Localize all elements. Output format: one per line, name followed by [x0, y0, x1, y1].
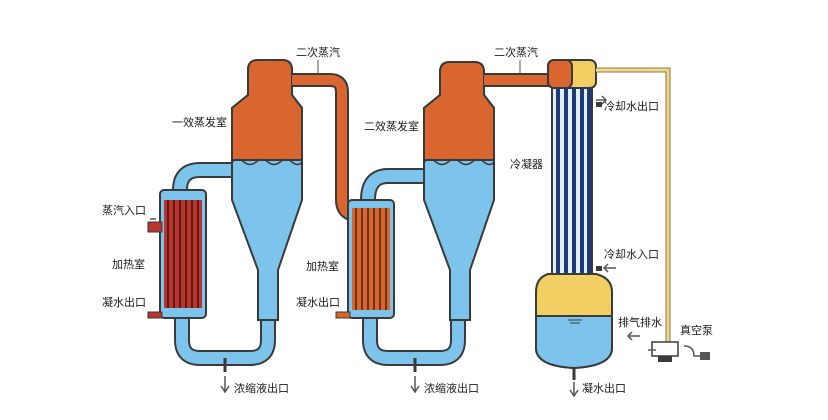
exhaust-drain-arrow: [626, 331, 640, 341]
label-condensate-outlet-1: 凝水出口: [102, 295, 146, 309]
label-cooling-water-outlet: 冷却水出口: [604, 99, 659, 113]
label-secondary-steam-1: 二次蒸汽: [296, 45, 340, 59]
condensate-outlet-arrow-3: [569, 382, 579, 398]
cooling-water-outlet-arrow: [596, 95, 608, 105]
label-condensate-outlet-3: 凝水出口: [582, 381, 626, 395]
label-heating-chamber-1: 加热室: [112, 257, 145, 271]
label-condenser: 冷凝器: [510, 157, 543, 171]
label-concentrate-outlet-2: 浓缩液出口: [424, 381, 479, 395]
label-heating-chamber-2: 加热室: [306, 259, 339, 273]
label-exhaust-drain: 排气排水: [618, 315, 662, 329]
cooling-water-inlet-arrow: [602, 263, 616, 273]
label-second-effect-chamber: 二效蒸发室: [364, 119, 419, 133]
label-concentrate-outlet-1: 浓缩液出口: [234, 381, 289, 395]
heating-tubes-2: [355, 208, 387, 310]
label-vacuum-pump: 真空泵: [680, 323, 713, 337]
label-steam-inlet: 蒸汽入口: [102, 203, 146, 217]
condenser-tubes: [556, 88, 591, 274]
concentrate-outlet-arrow-1: [220, 376, 230, 394]
label-cooling-water-inlet: 冷却水入口: [604, 248, 659, 261]
label-condensate-outlet-2: 凝水出口: [296, 295, 340, 309]
label-first-effect-chamber: 一效蒸发室: [172, 115, 227, 129]
label-secondary-steam-2: 二次蒸汽: [494, 45, 538, 59]
heating-tubes-1: [167, 200, 199, 308]
vacuum-pump: [648, 341, 710, 362]
concentrate-outlet-arrow-2: [410, 376, 420, 394]
